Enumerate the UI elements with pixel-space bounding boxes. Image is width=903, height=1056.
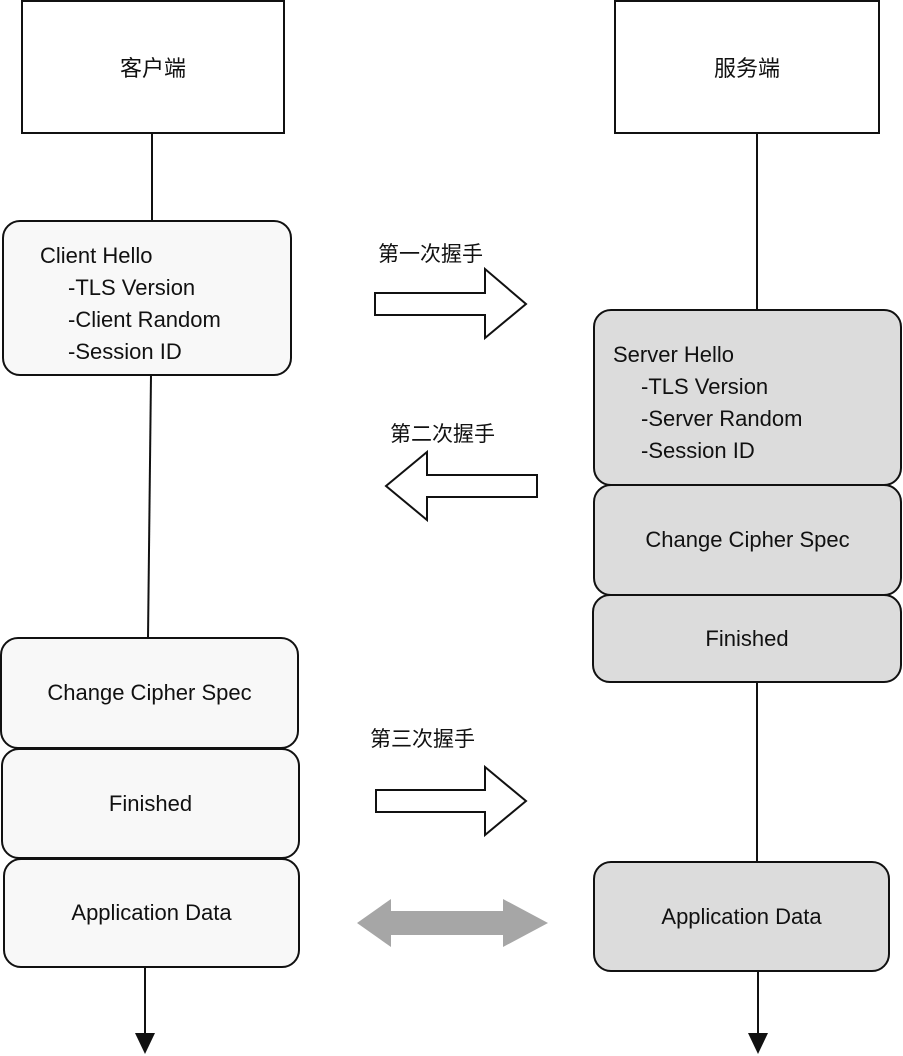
data-exchange-arrow bbox=[357, 899, 548, 947]
server-application-data-label: Application Data bbox=[661, 903, 822, 929]
client-change-cipher-spec-box: Change Cipher Spec bbox=[0, 637, 299, 749]
client-header: 客户端 bbox=[21, 0, 285, 134]
server-hello-field: -TLS Version bbox=[641, 374, 769, 399]
client-finished-label: Finished bbox=[108, 790, 193, 816]
handshake-2-arrow bbox=[384, 449, 538, 523]
server-finished-label: Finished bbox=[705, 625, 789, 651]
server-hello-field: -Session ID bbox=[641, 438, 755, 463]
server-lifeline-arrowhead bbox=[748, 1033, 768, 1054]
handshake-3-arrow bbox=[375, 764, 528, 838]
client-hello-box: Client Hello -TLS Version -Client Random… bbox=[2, 220, 292, 376]
server-application-data-box: Application Data bbox=[593, 861, 890, 972]
server-header-label: 服务端 bbox=[713, 57, 780, 82]
server-hello-box: Server Hello -TLS Version -Server Random… bbox=[593, 309, 902, 486]
client-lifeline-mid bbox=[147, 374, 152, 639]
server-hello-title: Server Hello bbox=[613, 342, 735, 367]
client-change-cipher-spec-label: Change Cipher Spec bbox=[47, 680, 252, 705]
server-hello-field: -Server Random bbox=[641, 406, 803, 431]
client-header-label: 客户端 bbox=[119, 57, 186, 82]
client-lifeline-arrowhead bbox=[135, 1033, 155, 1054]
handshake-2-label: 第二次握手 bbox=[390, 422, 495, 446]
client-application-data-box: Application Data bbox=[3, 858, 300, 968]
client-hello-field: -TLS Version bbox=[68, 275, 196, 300]
handshake-1-arrow bbox=[374, 266, 528, 341]
handshake-1-label: 第一次握手 bbox=[378, 242, 483, 266]
server-change-cipher-spec-box: Change Cipher Spec bbox=[593, 484, 902, 596]
client-finished-box: Finished bbox=[1, 748, 300, 859]
server-finished-box: Finished bbox=[592, 594, 902, 683]
server-header: 服务端 bbox=[614, 0, 880, 134]
client-application-data-label: Application Data bbox=[71, 900, 232, 925]
client-hello-field: -Session ID bbox=[68, 339, 182, 364]
client-hello-field: -Client Random bbox=[68, 307, 221, 332]
handshake-3-label: 第三次握手 bbox=[370, 727, 475, 751]
client-hello-title: Client Hello bbox=[40, 243, 153, 268]
server-change-cipher-spec-label: Change Cipher Spec bbox=[645, 527, 850, 552]
